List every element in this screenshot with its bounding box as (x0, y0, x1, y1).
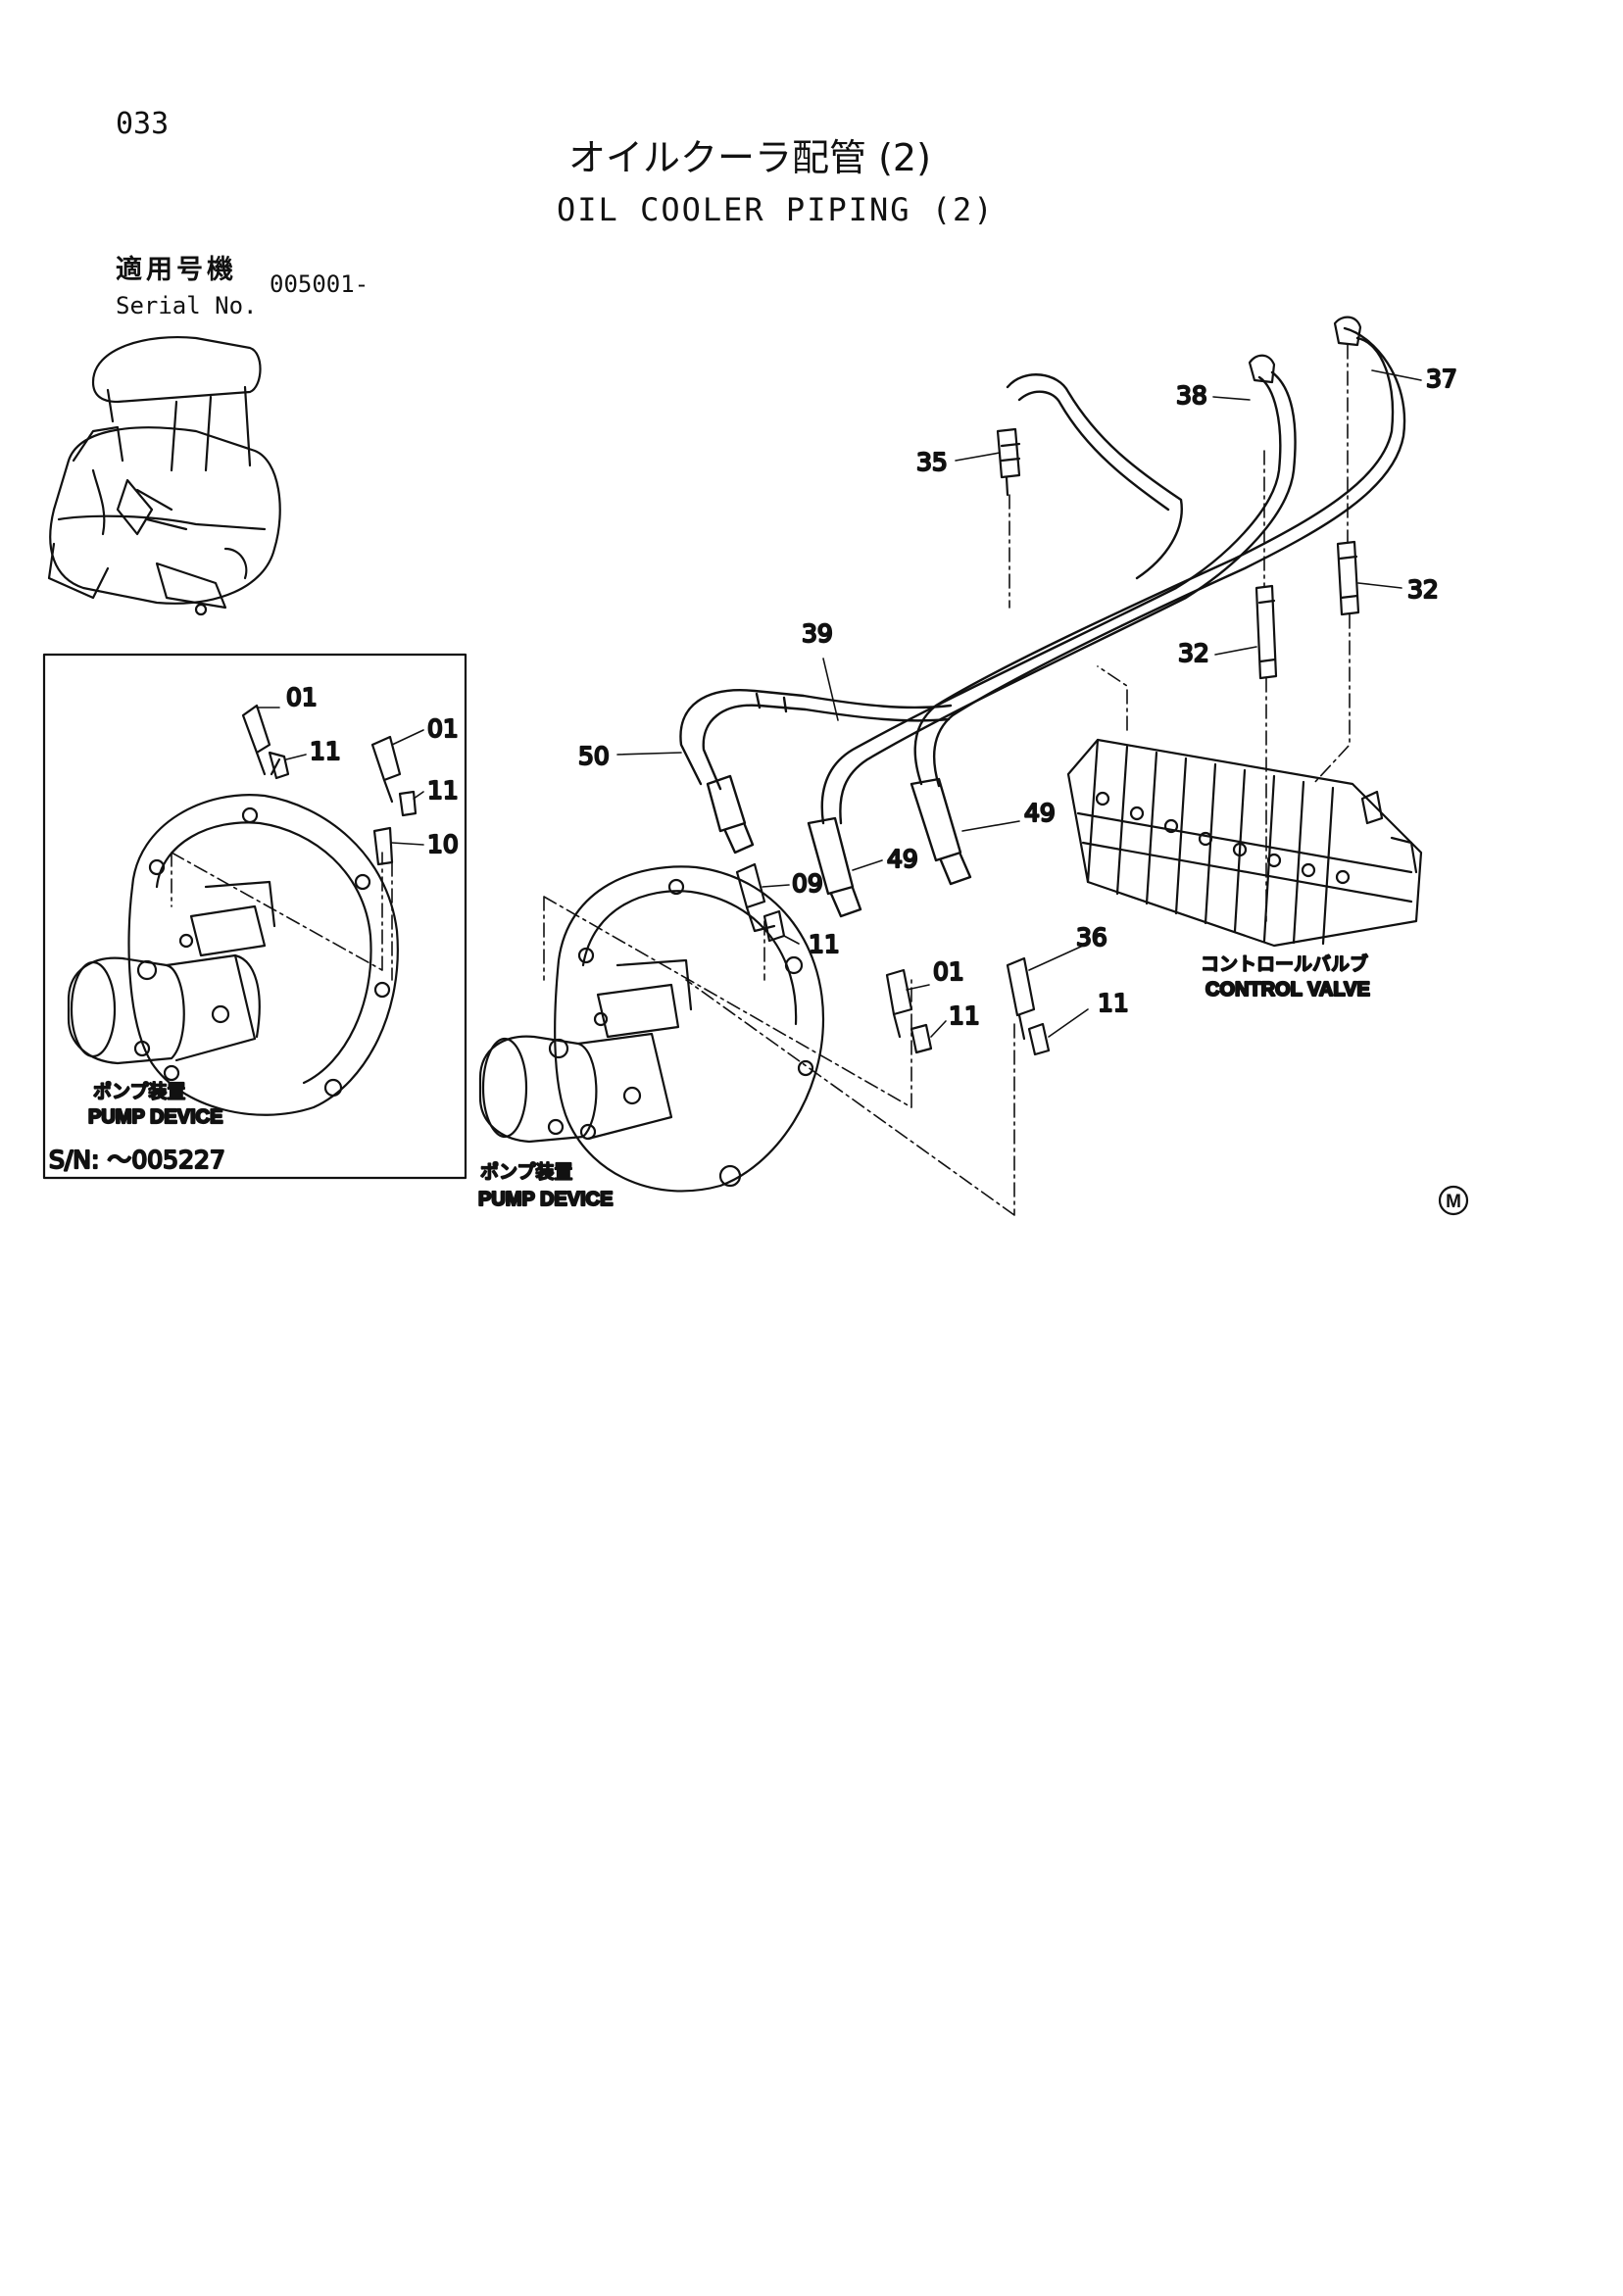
callout-37: 37 (1426, 365, 1457, 393)
title-english: OIL COOLER PIPING (2) (557, 191, 995, 228)
callout-38: 38 (1176, 381, 1207, 410)
callout-11-main-c: 11 (1098, 989, 1129, 1017)
callout-50: 50 (578, 742, 610, 770)
callout-36: 36 (1076, 923, 1107, 952)
control-valve (1066, 665, 1423, 948)
callout-11-main-b: 11 (949, 1001, 980, 1030)
callout-11-inset-b: 11 (427, 776, 459, 805)
circled-m-symbol: M (1438, 1185, 1469, 1216)
callout-leaders (256, 369, 1422, 1038)
excavator-thumbnail (47, 336, 281, 616)
serial-label-japanese: 適用号機 (116, 255, 237, 285)
serial-range: 005001- (270, 270, 369, 298)
callout-49-right: 49 (1024, 799, 1056, 827)
page-number: 033 (116, 107, 170, 141)
callout-35: 35 (916, 448, 948, 476)
callout-01-inset-b: 01 (427, 714, 459, 743)
callout-10: 10 (427, 830, 459, 858)
serial-label-english: Serial No. (116, 292, 258, 319)
callout-01-main: 01 (933, 957, 964, 986)
callout-11-inset-a: 11 (310, 737, 341, 765)
callout-11-main-a: 11 (809, 930, 840, 958)
main-pump-device (478, 865, 1015, 1216)
callout-49-left: 49 (887, 845, 918, 873)
fittings-and-adapters (996, 316, 1362, 922)
inset-pump-box (42, 653, 467, 1180)
main-pump-caption-jp: ポンプ装置 (480, 1161, 572, 1183)
circled-m-letter: M (1446, 1192, 1461, 1212)
callout-32-right: 32 (1407, 575, 1439, 604)
oil-cooler-pipes (679, 326, 1406, 918)
callout-39: 39 (802, 619, 833, 648)
inset-pump-caption-en: PUMP DEVICE (88, 1106, 222, 1128)
main-pump-caption-en: PUMP DEVICE (478, 1189, 613, 1210)
callout-09: 09 (792, 869, 823, 898)
inset-pump-caption-jp: ポンプ装置 (93, 1081, 185, 1102)
inset-serial-range: S/N: ～005227 (49, 1146, 225, 1174)
title-japanese: オイルクーラ配管 (2) (568, 136, 931, 179)
callout-01-inset-a: 01 (286, 683, 318, 711)
callout-32-left: 32 (1178, 639, 1209, 667)
control-valve-caption-en: CONTROL VALVE (1205, 979, 1370, 1001)
control-valve-caption-jp: コントロールバルブ (1201, 953, 1368, 975)
